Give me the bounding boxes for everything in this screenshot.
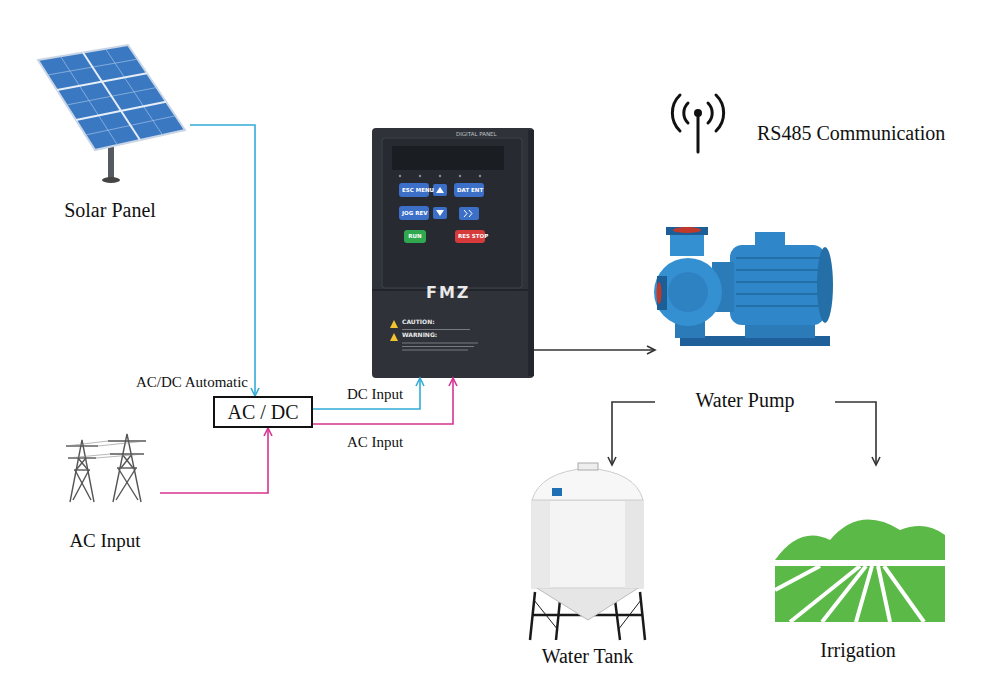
node-label: AC Input — [69, 530, 140, 552]
picture-node: AC Input — [50, 430, 160, 552]
edge-label: DC Input — [345, 386, 405, 403]
node-label: RES STOP — [458, 233, 482, 239]
node-label: RUN — [408, 233, 421, 239]
node-label: Water Tank — [542, 645, 634, 668]
node-label: ESC MENU — [402, 187, 426, 193]
protocol-label: RS485 Communication — [757, 122, 945, 145]
picture-node: Water Tank — [520, 465, 655, 668]
keypad-button: RUN — [404, 230, 426, 243]
inverter-panel: DIGITAL PANEL FMZ CAUTION: WARNING: ESC MENU… — [372, 128, 534, 378]
connector — [835, 402, 876, 465]
connector — [160, 428, 268, 493]
antenna-icon — [672, 95, 723, 152]
converter-box: AC / DC — [213, 396, 313, 428]
keypad-button: RES STOP — [455, 230, 485, 243]
panel-caption: DIGITAL PANEL — [456, 131, 497, 137]
keypad-button: ESC MENU — [399, 183, 429, 197]
irrigation-picture — [775, 520, 945, 622]
edge-label: AC Input — [345, 434, 405, 451]
picture-node: Water Pump — [655, 225, 835, 412]
node-label: Irrigation — [820, 639, 896, 662]
pylon-picture — [66, 434, 146, 502]
node-label: JOG REV — [402, 210, 426, 216]
converter-caption: AC/DC Automatic — [136, 374, 248, 391]
connector — [534, 349, 655, 351]
warning-text: WARNING: — [402, 332, 437, 339]
connector — [190, 125, 255, 396]
picture-node: Irrigation — [768, 465, 948, 662]
brand-logo: FMZ — [426, 284, 470, 302]
inverter-picture — [372, 128, 534, 378]
pump-picture — [654, 227, 833, 346]
connector — [612, 402, 655, 465]
connector — [313, 378, 420, 409]
keypad-button: DAT ENT — [454, 183, 484, 197]
node-label: AC / DC — [227, 401, 298, 424]
node-label: DAT ENT — [457, 187, 481, 193]
node-label: Solar Panel — [64, 199, 156, 222]
node-label: Water Pump — [696, 389, 795, 412]
tank-picture — [530, 463, 645, 640]
caution-text: CAUTION: — [402, 319, 435, 326]
keypad-button: JOG REV — [399, 206, 429, 220]
connector — [313, 378, 453, 424]
picture-node: Solar Panel — [30, 40, 190, 222]
solar-panel-picture — [38, 45, 185, 183]
